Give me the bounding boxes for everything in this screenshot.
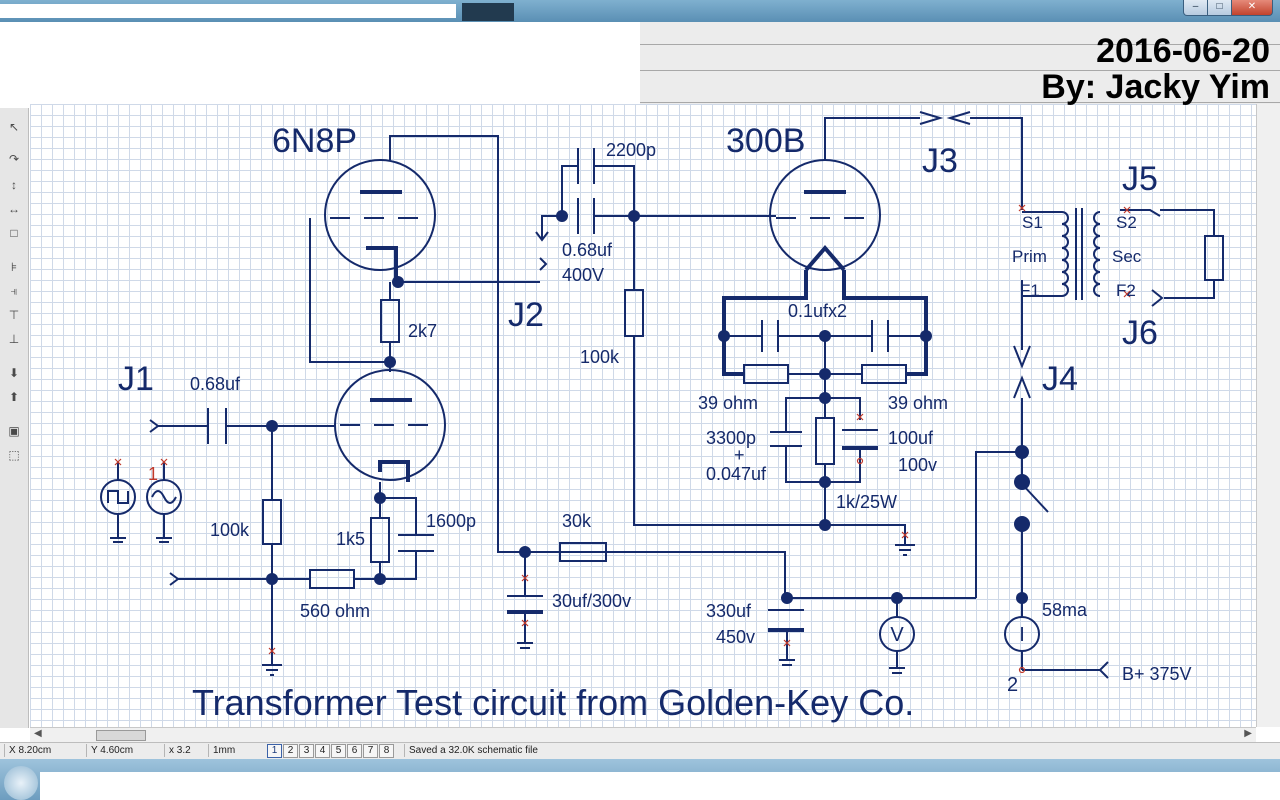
label-xfmr-f2: F2 bbox=[1116, 281, 1136, 300]
label-xfmr-s1: S1 bbox=[1022, 213, 1043, 232]
page-tab-7[interactable]: 7 bbox=[363, 744, 378, 758]
grid-size: 1mm bbox=[208, 744, 265, 757]
source-number-1: 1 bbox=[148, 464, 158, 484]
tube-6n8p-label: 6N8P bbox=[272, 122, 357, 160]
header-date: 2016-06-20 bbox=[1096, 32, 1270, 70]
connector-j1: J1 bbox=[118, 360, 154, 398]
label-r-100k-2: 100k bbox=[580, 347, 620, 367]
label-c-068: 0.68uf bbox=[562, 240, 613, 260]
ungroup-icon[interactable]: ⬚ bbox=[8, 448, 20, 462]
page-tab-6[interactable]: 6 bbox=[347, 744, 362, 758]
label-c-100uf: 100uf bbox=[888, 428, 934, 448]
page-tab-2[interactable]: 2 bbox=[283, 744, 298, 758]
header-bar bbox=[640, 22, 1280, 104]
label-xfmr-prim: Prim bbox=[1012, 247, 1047, 266]
zoom-level: x 3.2 bbox=[164, 744, 207, 757]
schematic-title: Transformer Test circuit from Golden-Key… bbox=[192, 682, 914, 723]
label-r-560: 560 ohm bbox=[300, 601, 370, 621]
label-r-39-right: 39 ohm bbox=[888, 393, 948, 413]
cursor-y: Y 4.60cm bbox=[86, 744, 163, 757]
scrollbar-thumb[interactable] bbox=[96, 730, 146, 741]
label-plus: + bbox=[734, 445, 745, 465]
pointer-icon[interactable]: ↖ bbox=[8, 120, 20, 134]
label-c-30uf: 30uf/300v bbox=[552, 591, 631, 611]
window-title-area bbox=[0, 4, 456, 18]
label-xfmr-sec: Sec bbox=[1112, 247, 1142, 266]
label-c-400v: 400V bbox=[562, 265, 604, 285]
output-wiring bbox=[268, 111, 1224, 679]
tube-300b-label: 300B bbox=[726, 122, 805, 160]
junction-dots bbox=[266, 210, 1030, 604]
label-current: 58ma bbox=[1042, 600, 1088, 620]
connector-j3: J3 bbox=[922, 142, 958, 180]
schematic-canvas[interactable] bbox=[30, 104, 1256, 727]
title-bar-icon-area bbox=[462, 3, 514, 21]
page-tab-3[interactable]: 3 bbox=[299, 744, 314, 758]
signal-sources bbox=[100, 458, 182, 543]
wire-icon[interactable]: ↷ bbox=[8, 152, 20, 166]
label-bplus: B+ 375V bbox=[1122, 664, 1192, 684]
label-r-39-left: 39 ohm bbox=[698, 393, 758, 413]
window-title-bar: – □ ✕ bbox=[0, 0, 1280, 22]
page-tab-5[interactable]: 5 bbox=[331, 744, 346, 758]
label-xfmr-s2: S2 bbox=[1116, 213, 1137, 232]
align-bottom-icon[interactable]: ⊥ bbox=[8, 332, 20, 346]
label-c-3300p: 3300p bbox=[706, 428, 756, 448]
page-tab-1[interactable]: 1 bbox=[267, 744, 282, 758]
align-top-icon[interactable]: ⊤ bbox=[8, 308, 20, 322]
header-author: By: Jacky Yim bbox=[1041, 68, 1270, 106]
flip-horizontal-icon[interactable]: ↔ bbox=[8, 202, 20, 216]
label-r-30k: 30k bbox=[562, 511, 592, 531]
connector-j2: J2 bbox=[508, 296, 544, 334]
connector-j6: J6 bbox=[1122, 314, 1158, 352]
blank-panel bbox=[0, 22, 640, 104]
label-r-2k7: 2k7 bbox=[408, 321, 437, 341]
label-r-1k5: 1k5 bbox=[336, 529, 365, 549]
page-tab-4[interactable]: 4 bbox=[315, 744, 330, 758]
tube-300b bbox=[769, 159, 881, 272]
cursor-x: X 8.20cm bbox=[4, 744, 85, 757]
label-c-100v: 100v bbox=[898, 455, 937, 475]
label-xfmr-f1: F1 bbox=[1020, 281, 1040, 300]
rotate-icon[interactable]: □ bbox=[10, 226, 18, 240]
tool-palette: ↖ ↷ ↕ ↔ □ ⊧ ⫣ ⊤ ⊥ ⬇ ⬆ ▣ ⬚ bbox=[0, 108, 29, 728]
label-c-450v: 450v bbox=[716, 627, 755, 647]
label-r-grid: 100k bbox=[210, 520, 250, 540]
move-down-icon[interactable]: ⬇ bbox=[8, 366, 20, 380]
tube-6n8p-upper bbox=[324, 159, 436, 282]
flip-vertical-icon[interactable]: ↕ bbox=[11, 178, 17, 192]
taskbar-area bbox=[40, 772, 1280, 800]
start-button[interactable] bbox=[4, 766, 38, 800]
horizontal-scrollbar[interactable]: ◀ ▶ bbox=[30, 727, 1256, 742]
label-c-2200p: 2200p bbox=[606, 140, 656, 160]
connector-j4: J4 bbox=[1042, 360, 1078, 398]
close-button[interactable]: ✕ bbox=[1231, 0, 1273, 16]
tube-6n8p-lower bbox=[334, 369, 446, 482]
align-left-icon[interactable]: ⊧ bbox=[10, 260, 18, 274]
align-right-icon[interactable]: ⫣ bbox=[10, 284, 18, 298]
status-bar: X 8.20cm Y 4.60cm x 3.2 1mm 1 2 3 4 5 6 … bbox=[0, 742, 1280, 759]
connector-j5: J5 bbox=[1122, 160, 1158, 198]
label-c-0047uf: 0.047uf bbox=[706, 464, 767, 484]
label-c-in: 0.68uf bbox=[190, 374, 241, 394]
label-c-01ufx2: 0.1ufx2 bbox=[788, 301, 847, 321]
vertical-scrollbar[interactable] bbox=[1256, 104, 1280, 727]
ammeter-symbol: I bbox=[1019, 624, 1025, 646]
scroll-left-icon[interactable]: ◀ bbox=[34, 728, 42, 739]
page-tab-8[interactable]: 8 bbox=[379, 744, 394, 758]
status-message: Saved a 32.0K schematic file bbox=[404, 744, 709, 757]
label-c-330uf: 330uf bbox=[706, 601, 752, 621]
voltmeter-symbol: V bbox=[890, 624, 904, 646]
scroll-right-icon[interactable]: ▶ bbox=[1244, 728, 1252, 739]
taskbar bbox=[0, 759, 1280, 800]
source-number-2: 2 bbox=[1007, 674, 1018, 696]
move-up-icon[interactable]: ⬆ bbox=[8, 390, 20, 404]
group-icon[interactable]: ▣ bbox=[8, 424, 20, 438]
driver-wiring bbox=[149, 135, 786, 676]
label-c-1600p: 1600p bbox=[426, 511, 476, 531]
label-r-1k25w: 1k/25W bbox=[836, 492, 897, 512]
